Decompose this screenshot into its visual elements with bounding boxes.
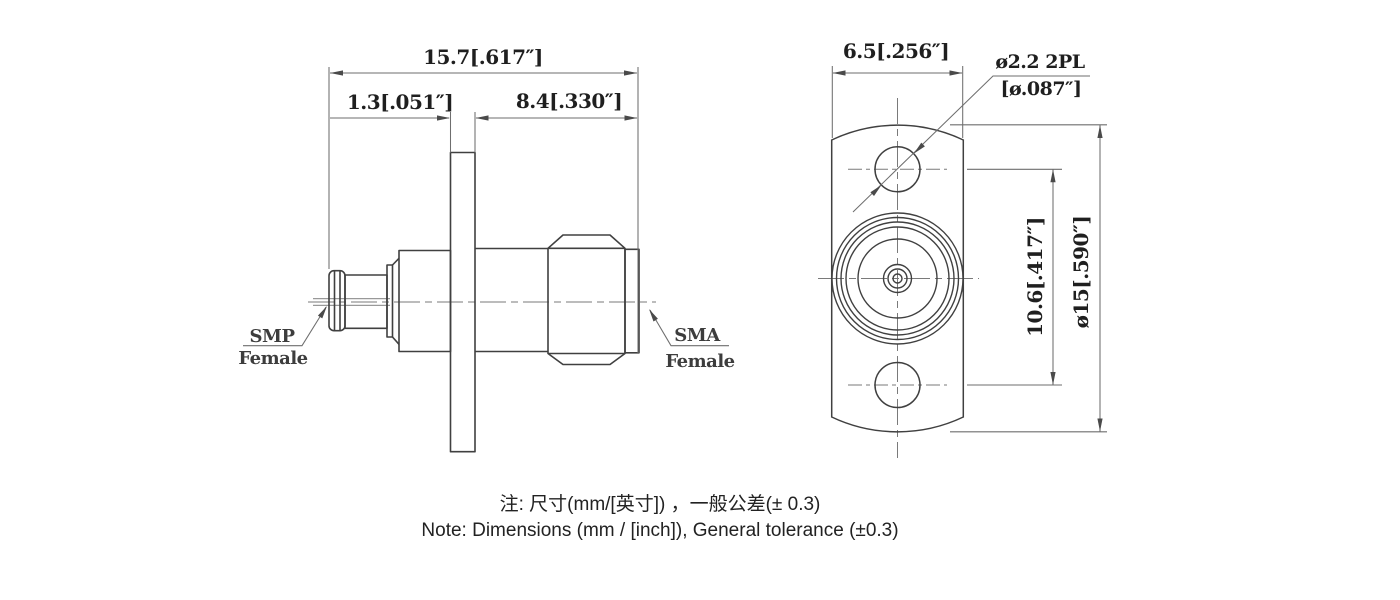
front-body bbox=[398, 249, 452, 353]
hole-callout-diameter: ø2.2 2PL bbox=[995, 51, 1084, 73]
dim-body-length: 8.4[.330″] bbox=[516, 89, 622, 113]
label-sma: SMA bbox=[674, 325, 721, 346]
annotation-text: 15.7[.617″] 1.3[.051″] 8.4[.330″] SMP Fe… bbox=[238, 39, 1093, 372]
center-contact-rod bbox=[313, 298, 390, 306]
dimension-lines bbox=[243, 66, 1107, 433]
centerlines bbox=[308, 98, 979, 458]
sma-leader-line bbox=[649, 309, 729, 347]
dim-hole-spacing: 10.6[.417″] bbox=[1023, 217, 1047, 337]
side-view bbox=[313, 151, 640, 453]
dim-overall-length: 15.7[.617″] bbox=[423, 45, 543, 69]
hole-callout-leader bbox=[852, 75, 1090, 213]
connector-concentric-circles bbox=[831, 212, 964, 345]
front-view bbox=[830, 124, 965, 433]
label-smp-female: Female bbox=[238, 348, 307, 369]
notes: 注: 尺寸(mm/[英寸]) ，一般公差(± 0.3) Note: Dimens… bbox=[421, 493, 898, 541]
label-sma-female: Female bbox=[665, 351, 734, 372]
hole-callout-inch: [ø.087″] bbox=[1000, 78, 1081, 100]
sma-hex-nut bbox=[547, 234, 626, 366]
flange-front-outline bbox=[830, 124, 965, 433]
dim-flange-thickness: 1.3[.051″] bbox=[347, 90, 453, 114]
dim-flange-diameter: ø15[.590″] bbox=[1069, 216, 1093, 329]
flange-side bbox=[449, 151, 476, 453]
mounting-hole-top bbox=[874, 146, 921, 193]
dimension-arrowheads bbox=[317, 70, 1103, 432]
note-line-en: Note: Dimensions (mm / [inch]), General … bbox=[421, 520, 898, 541]
mounting-hole-bottom bbox=[874, 361, 921, 409]
smp-leader-line bbox=[243, 306, 327, 347]
dim-flange-width: 6.5[.256″] bbox=[843, 39, 949, 63]
side-view-outline bbox=[328, 151, 640, 453]
note-line-zh: 注: 尺寸(mm/[英寸]) ，一般公差(± 0.3) bbox=[500, 493, 821, 515]
label-smp: SMP bbox=[250, 326, 296, 347]
sma-end-ring bbox=[624, 248, 640, 354]
smp-lip bbox=[328, 269, 346, 332]
step-ring bbox=[386, 264, 394, 338]
